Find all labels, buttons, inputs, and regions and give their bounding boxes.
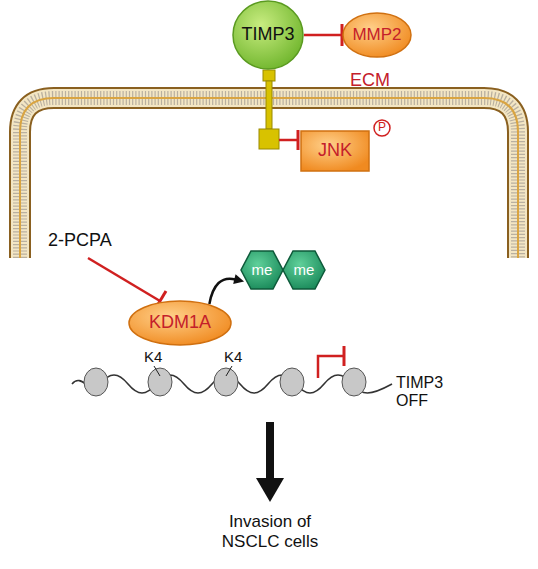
receptor-stem [266,81,272,129]
node-text: KDM1A [149,313,211,333]
enzyme-ellipse: KDM1A [128,300,232,346]
phospho-circle: P [373,119,391,137]
drug-label: 2-PCPA [48,230,112,251]
nucleosome [148,368,172,396]
connector-line [209,279,235,304]
protein-ellipse: MMP2 [342,12,412,58]
arrow-shaft [266,422,274,480]
connector-line [304,34,342,37]
connector [209,274,244,304]
promoter-arrow [318,356,344,378]
gene-status-label: TIMP3 OFF [396,374,456,411]
inhibition-line [279,139,298,142]
nucleosome [280,368,304,396]
phospho-circle-fill [374,120,390,136]
kinase-box-fill [301,131,369,171]
receptor-tail [259,129,279,149]
methyl-hexagon-fill [241,251,283,289]
methyl-hexagon: me [282,250,326,290]
leader-line [226,366,232,376]
arrow-head [233,274,244,284]
nucleosome [214,368,238,396]
arrow-head [256,478,284,502]
protein-ellipse-fill [343,13,411,57]
residue-label: K4 [144,348,162,365]
enzyme-ellipse-fill [129,301,231,345]
methyl-hexagon-fill [283,251,325,289]
nucleosome [342,368,366,396]
methyl-hexagon: me [240,250,284,290]
nucleosome [84,368,108,396]
inhibition-bar [343,346,346,366]
node-text: JNK [318,141,352,161]
node-text: me [252,262,273,279]
protein-circle: TIMP3 [232,0,304,70]
leader-line [154,366,160,376]
receptor-head [263,70,275,81]
kinase-box: JNK [300,130,370,172]
inhibition-line [88,258,160,301]
region-label: ECM [350,70,390,91]
protein-circle-fill [233,1,303,69]
node-text: me [294,262,315,279]
node-text: MMP2 [352,26,401,45]
outcome-label: Invasion of NSCLC cells [205,512,335,551]
node-text: TIMP3 [241,25,294,45]
node-text: P [378,121,386,134]
inhibition-bar [297,130,300,150]
connector [304,24,342,46]
residue-label: K4 [224,348,242,365]
